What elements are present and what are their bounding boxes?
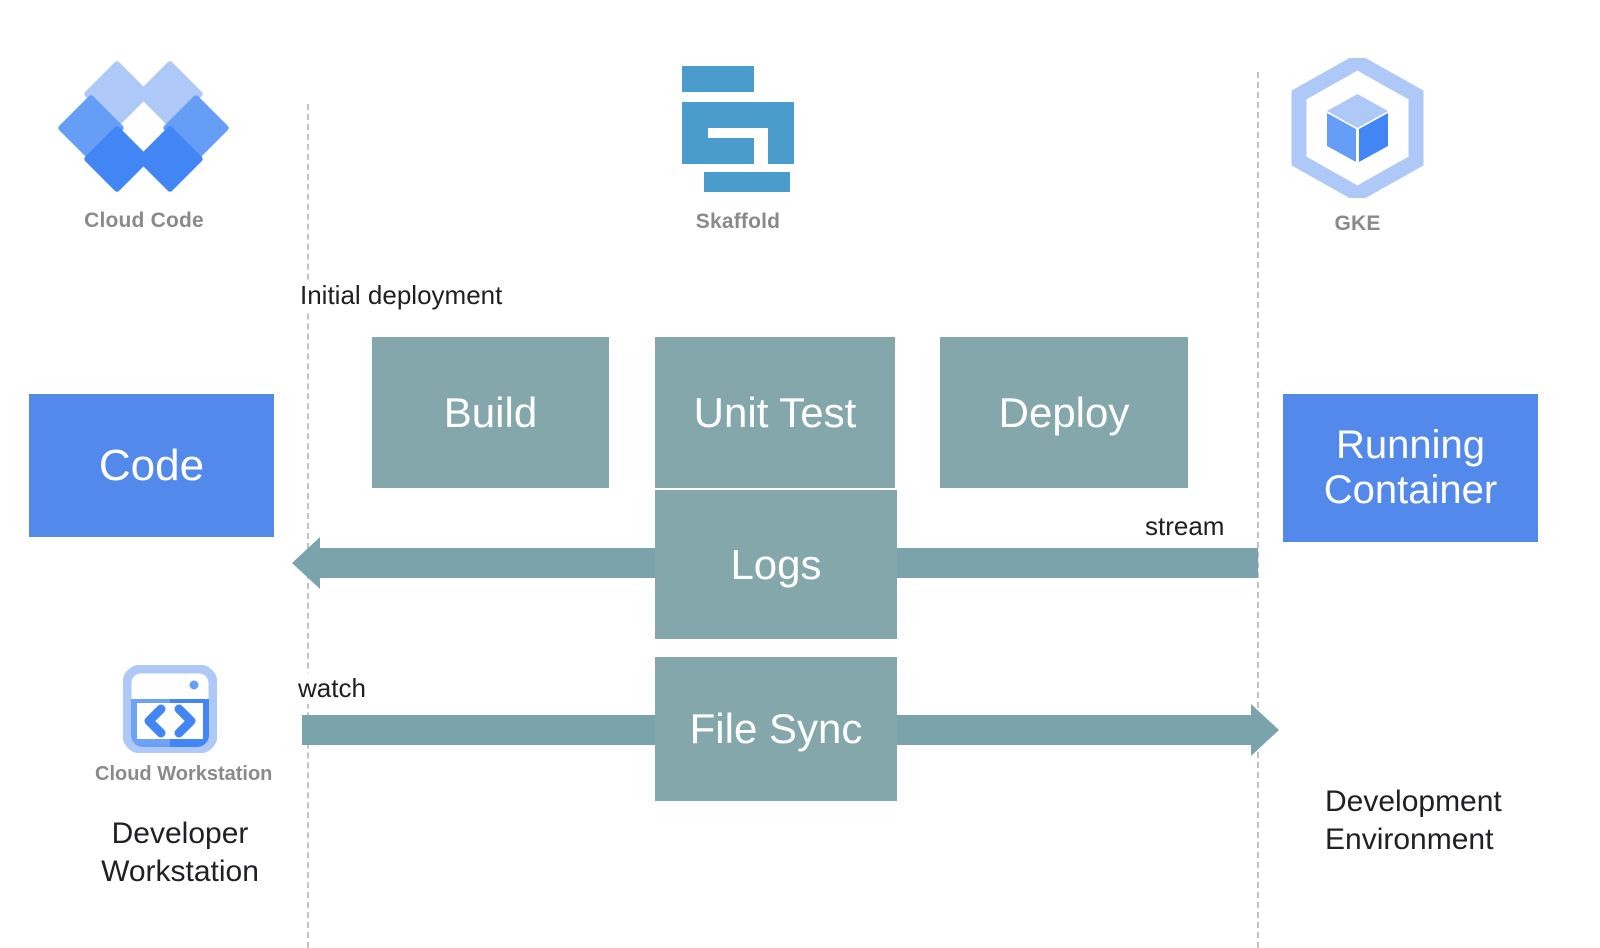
box-running-container[interactable]: Running Container (1283, 394, 1538, 542)
logo-block-skaffold: Skaffold (668, 62, 808, 234)
label-development-environment: Development Environment (1325, 783, 1502, 860)
skaffold-icon (668, 62, 808, 196)
logo-caption-cloud-code: Cloud Code (84, 209, 204, 232)
label-watch: watch (296, 673, 368, 704)
box-logs[interactable]: Logs (655, 490, 897, 639)
box-build[interactable]: Build (372, 337, 609, 488)
label-developer-workstation: Developer Workstation (60, 815, 300, 892)
box-unit-test[interactable]: Unit Test (655, 337, 895, 488)
gke-icon (1290, 53, 1425, 203)
boundary-line-right (1257, 72, 1259, 948)
box-file-sync[interactable]: File Sync (655, 657, 897, 801)
boundary-line-left (307, 104, 309, 948)
logo-block-gke: GKE (1290, 53, 1425, 236)
label-stream: stream (1143, 511, 1227, 542)
logo-caption-skaffold: Skaffold (695, 210, 781, 233)
developer-workstation-line-2: Workstation (101, 855, 259, 889)
label-initial-deployment: Initial deployment (298, 280, 505, 311)
running-container-line-1: Running (1335, 422, 1485, 467)
box-code[interactable]: Code (29, 394, 274, 537)
box-deploy[interactable]: Deploy (940, 337, 1188, 488)
developer-workstation-line-1: Developer (111, 817, 249, 850)
logo-block-cloud-workstation: Cloud Workstation (95, 664, 273, 786)
logo-block-cloud-code: Cloud Code (57, 60, 230, 233)
cloud-code-icon (57, 60, 230, 193)
caption-cloud-workstation: Cloud Workstation (95, 763, 273, 785)
development-environment-line-2: Environment (1325, 823, 1494, 857)
logo-caption-gke: GKE (1334, 212, 1381, 235)
cloud-workstation-icon (122, 664, 218, 754)
development-environment-line-1: Development (1325, 785, 1502, 818)
running-container-line-2: Container (1323, 468, 1498, 512)
